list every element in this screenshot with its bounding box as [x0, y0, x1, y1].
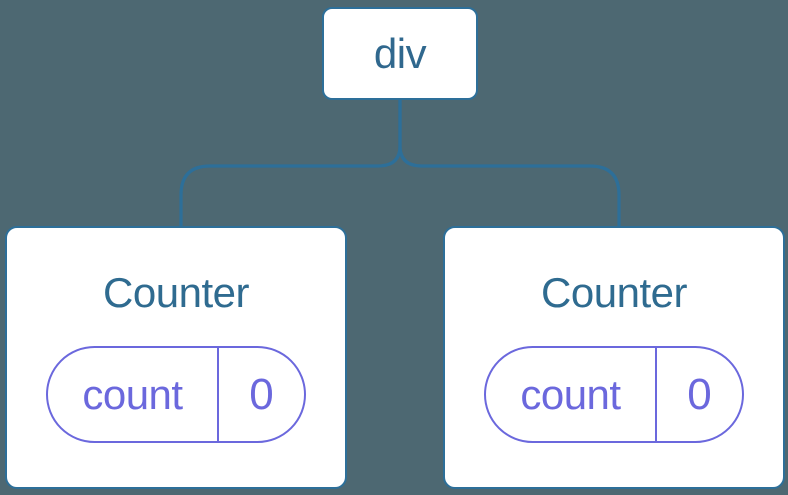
counter-card-right: Counter count 0	[443, 226, 785, 489]
state-value-left: 0	[249, 369, 274, 419]
state-value-right: 0	[687, 369, 712, 419]
state-pill-left: count 0	[46, 346, 306, 443]
root-node-div: div	[322, 7, 478, 100]
counter-card-left: Counter count 0	[5, 226, 347, 489]
state-key-right: count	[486, 348, 657, 441]
component-title-right: Counter	[541, 269, 687, 316]
component-title-left: Counter	[103, 269, 249, 316]
state-pill-right: count 0	[484, 346, 744, 443]
root-node-label: div	[373, 29, 427, 77]
connector-left-branch	[179, 99, 402, 227]
connector-right-branch	[398, 99, 621, 227]
state-key-left: count	[48, 348, 219, 441]
